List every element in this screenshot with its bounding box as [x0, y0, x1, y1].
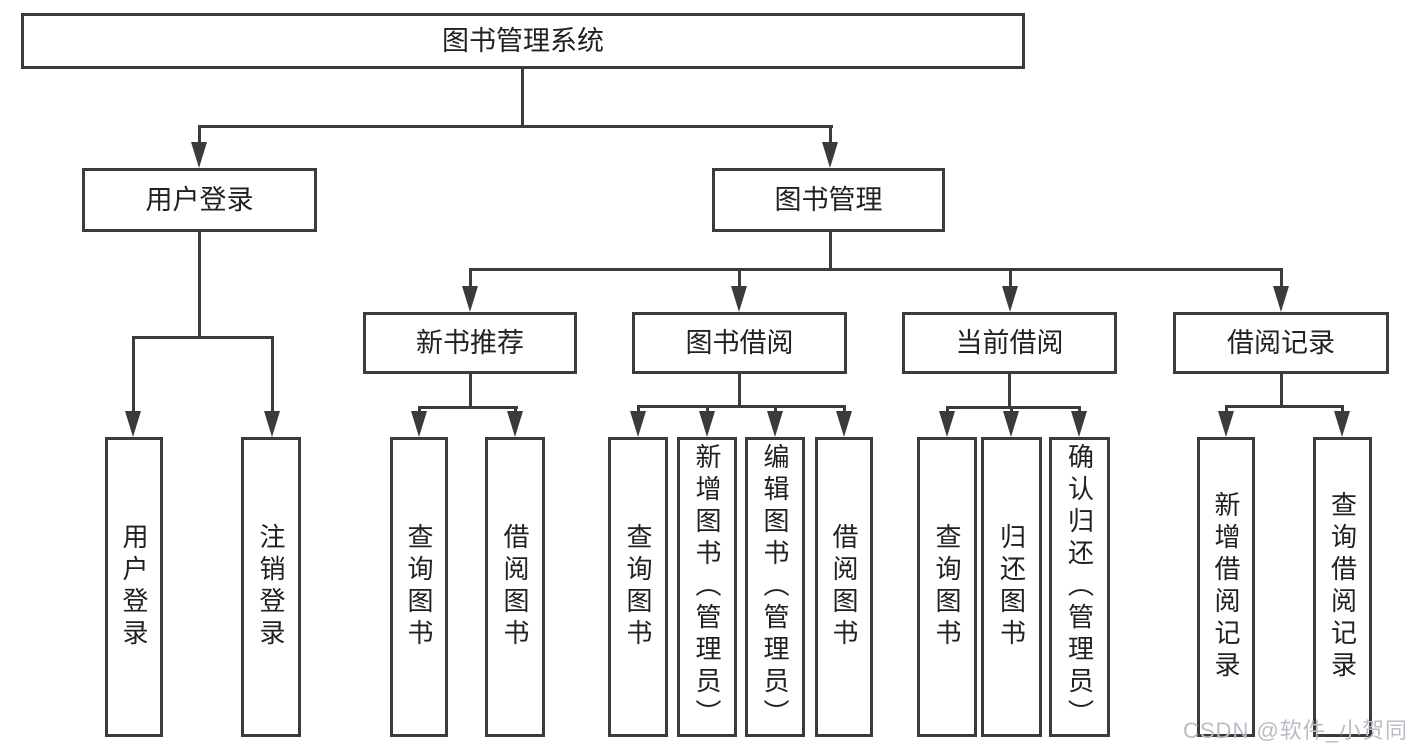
arrow-down-icon	[1218, 411, 1234, 437]
node-label: 图书管理系统	[442, 25, 604, 56]
node-label: 图书借阅	[685, 327, 794, 358]
leaf-query-borrow-record: 查询借阅记录	[1313, 437, 1372, 737]
arrow-down-icon	[411, 411, 427, 437]
connector-vline	[469, 268, 472, 286]
connector-vline	[271, 336, 274, 411]
leaf-user-login: 用户登录	[105, 437, 163, 737]
node-label: 借阅记录	[1227, 327, 1335, 358]
connector-vline	[198, 232, 201, 336]
arrow-down-icon	[836, 411, 852, 437]
connector-vline	[1341, 405, 1344, 411]
connector-hline	[946, 406, 1081, 409]
connector-vline	[738, 268, 741, 286]
node-label: 新增借阅记录	[1211, 491, 1241, 683]
connector-hline	[1225, 405, 1344, 408]
node-label: 注销登录	[256, 523, 286, 651]
node-label: 归还图书	[996, 523, 1027, 651]
node-label: 新书推荐	[416, 327, 524, 358]
node-label: 查询图书	[623, 523, 653, 651]
node-label: 确认归还（管理员）	[1064, 443, 1095, 731]
node-user-login: 用户登录	[82, 168, 317, 232]
connector-hline	[469, 268, 1283, 271]
node-label: 用户登录	[119, 523, 149, 651]
arrow-down-icon	[264, 411, 280, 437]
arrow-down-icon	[1003, 411, 1019, 437]
leaf-borrow-book: 借阅图书	[485, 437, 545, 737]
node-label: 编辑图书（管理员）	[760, 443, 790, 731]
connector-hline	[418, 406, 518, 409]
node-label: 借阅图书	[829, 523, 859, 651]
node-borrow-records: 借阅记录	[1173, 312, 1389, 374]
node-book-borrow: 图书借阅	[632, 312, 847, 374]
arrow-down-icon	[1002, 286, 1018, 312]
node-label: 查询借阅记录	[1327, 491, 1358, 683]
arrow-down-icon	[767, 411, 783, 437]
node-current-borrow: 当前借阅	[902, 312, 1117, 374]
connector-vline	[1009, 268, 1012, 286]
arrow-down-icon	[939, 411, 955, 437]
node-label: 当前借阅	[955, 327, 1064, 358]
arrow-down-icon	[822, 142, 838, 168]
leaf-logout: 注销登录	[241, 437, 301, 737]
watermark: CSDN @软件_小贺同学	[1183, 718, 1405, 743]
leaf-edit-book-admin: 编辑图书（管理员）	[745, 437, 805, 737]
connector-vline	[829, 232, 832, 268]
arrow-down-icon	[462, 286, 478, 312]
leaf-query-book: 查询图书	[608, 437, 668, 737]
connector-vline	[946, 406, 949, 411]
leaf-return-book: 归还图书	[981, 437, 1042, 737]
connector-vline	[1010, 406, 1013, 411]
node-new-book-recommend: 新书推荐	[363, 312, 577, 374]
connector-vline	[1078, 406, 1081, 411]
connector-vline	[132, 336, 135, 411]
connector-vline	[829, 125, 832, 142]
node-book-management: 图书管理	[712, 168, 945, 232]
arrow-down-icon	[1334, 411, 1350, 437]
node-label: 查询图书	[404, 523, 434, 651]
node-label: 用户登录	[145, 184, 254, 215]
connector-hline	[198, 125, 833, 128]
connector-vline	[198, 125, 201, 142]
connector-vline	[418, 406, 421, 411]
connector-vline	[738, 374, 741, 405]
node-label: 图书管理	[774, 184, 883, 215]
connector-vline	[521, 69, 524, 125]
arrow-down-icon	[125, 411, 141, 437]
connector-vline	[706, 405, 709, 411]
leaf-borrow-book: 借阅图书	[815, 437, 873, 737]
connector-vline	[469, 374, 472, 406]
arrow-down-icon	[699, 411, 715, 437]
connector-vline	[774, 405, 777, 411]
connector-hline	[132, 336, 274, 339]
arrow-down-icon	[191, 142, 207, 168]
connector-vline	[1280, 374, 1283, 405]
connector-vline	[1225, 405, 1228, 411]
connector-hline	[637, 405, 846, 408]
leaf-add-borrow-record: 新增借阅记录	[1197, 437, 1255, 737]
arrow-down-icon	[630, 411, 646, 437]
leaf-add-book-admin: 新增图书（管理员）	[677, 437, 737, 737]
node-label: 新增图书（管理员）	[692, 443, 722, 731]
arrow-down-icon	[1273, 286, 1289, 312]
leaf-confirm-return-admin: 确认归还（管理员）	[1049, 437, 1110, 737]
connector-vline	[1008, 374, 1011, 406]
leaf-query-book: 查询图书	[917, 437, 977, 737]
arrow-down-icon	[731, 286, 747, 312]
node-label: 查询图书	[932, 523, 962, 651]
connector-vline	[1280, 268, 1283, 286]
node-library-management-system: 图书管理系统	[21, 13, 1025, 69]
connector-vline	[637, 405, 640, 411]
connector-vline	[843, 405, 846, 411]
arrow-down-icon	[1071, 411, 1087, 437]
leaf-query-book: 查询图书	[390, 437, 448, 737]
node-label: 借阅图书	[500, 523, 530, 651]
arrow-down-icon	[507, 411, 523, 437]
connector-vline	[514, 406, 517, 411]
